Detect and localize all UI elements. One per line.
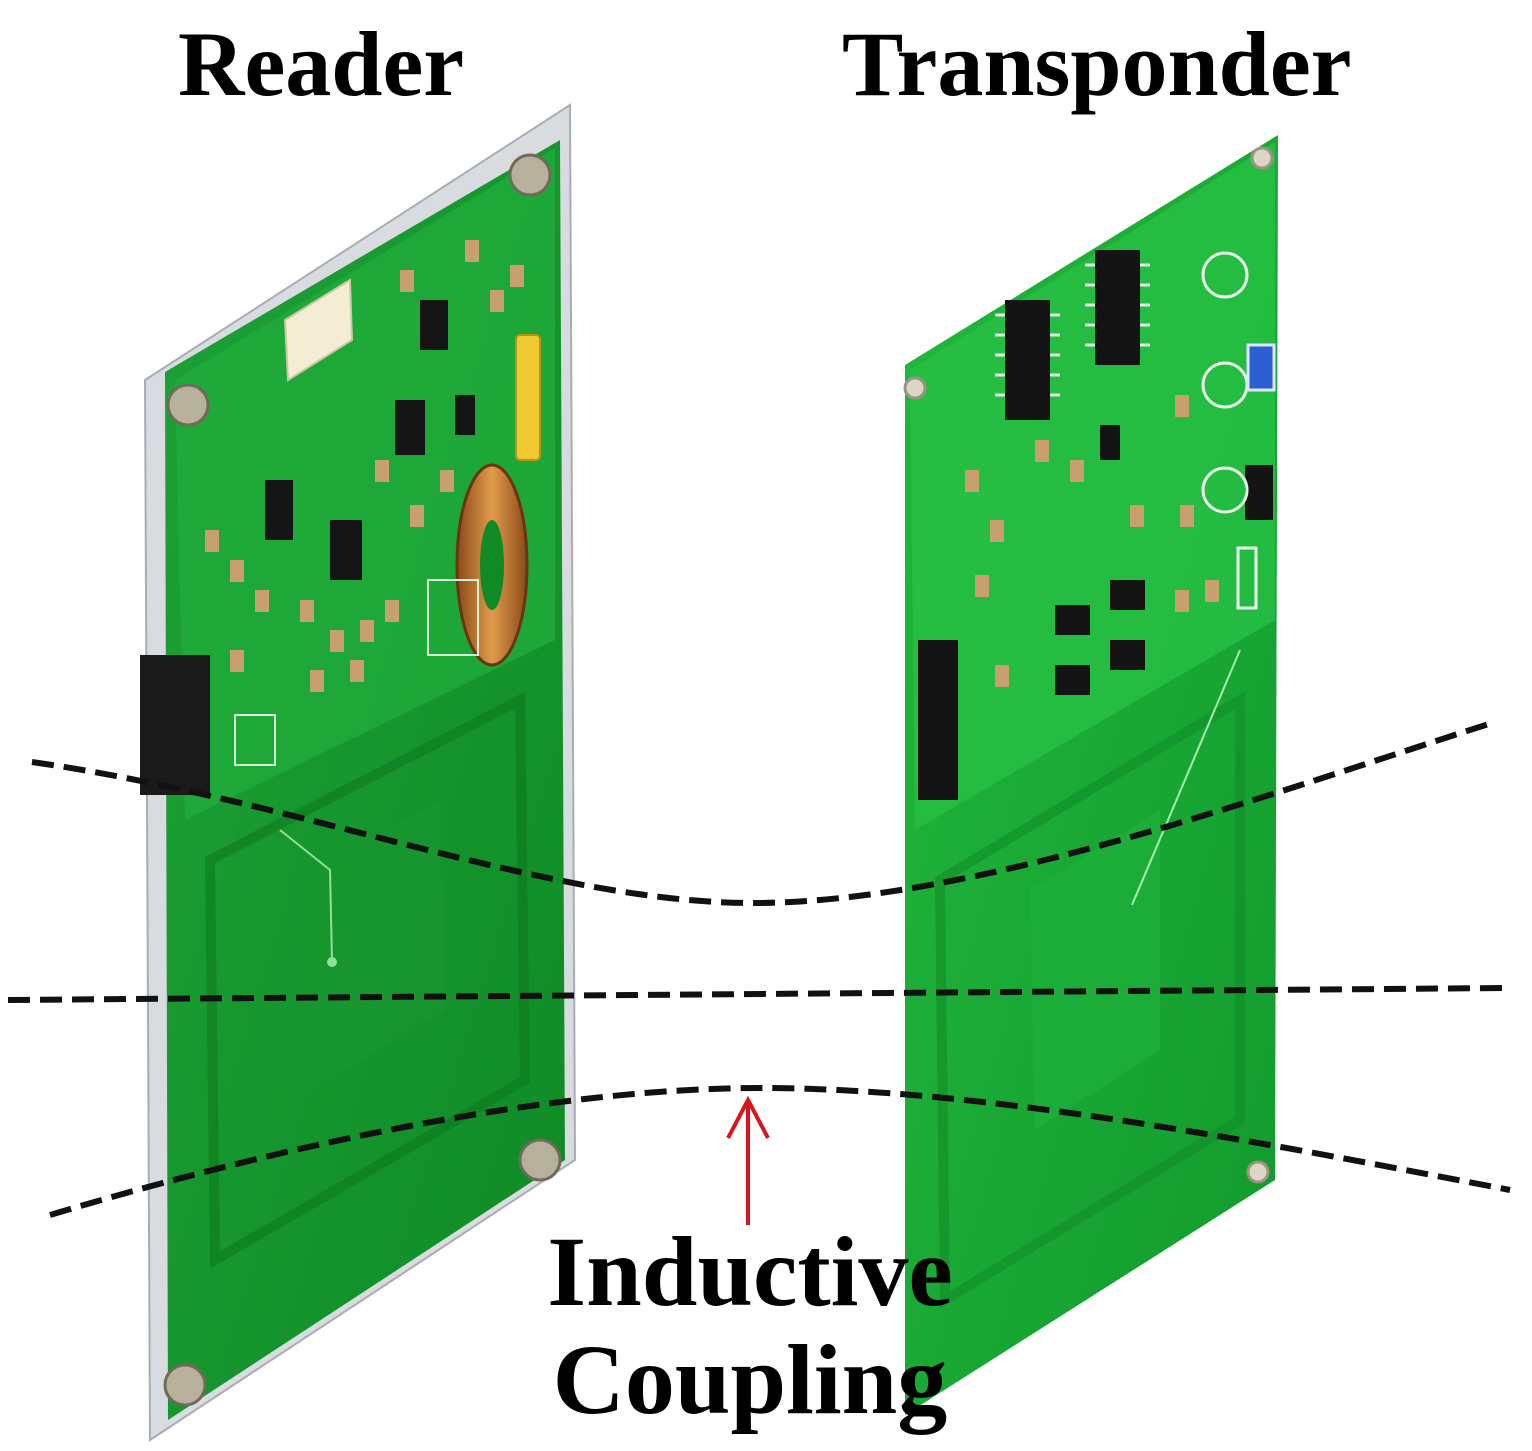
coupling-label-line2: Coupling xyxy=(552,1324,948,1435)
transponder-header xyxy=(1236,546,1258,610)
reader-chips xyxy=(140,300,475,795)
reader-via xyxy=(327,957,337,967)
field-line-middle xyxy=(7,985,1509,1003)
reader-screws xyxy=(163,153,562,1407)
transponder-mount-holes xyxy=(903,146,1274,1184)
transponder-antenna-inner xyxy=(1030,810,1160,1130)
transponder-blue-part xyxy=(1246,343,1276,392)
transponder-smd-parts xyxy=(965,395,1219,687)
field-line-bottom xyxy=(49,1084,1511,1218)
reader-silkscreen-box xyxy=(427,579,479,656)
arrow-head xyxy=(726,1095,770,1139)
reader-white-connector xyxy=(283,278,354,382)
transponder-title: Transponder xyxy=(842,13,1352,115)
transponder-chips xyxy=(918,250,1273,800)
reader-smd-parts xyxy=(205,240,524,692)
reader-toroid-core xyxy=(480,520,504,610)
inductive-coupling-label: Inductive Coupling xyxy=(520,1218,980,1434)
reader-trace xyxy=(279,829,333,961)
transponder-antenna-coil xyxy=(934,691,1245,1309)
transponder-chip-pins xyxy=(995,263,1150,397)
coupling-label-line1: Inductive xyxy=(547,1216,953,1327)
reader-title: Reader xyxy=(178,13,465,115)
reader-board xyxy=(140,103,577,1442)
reader-antenna-coil xyxy=(204,691,531,1269)
magnetic-field-lines xyxy=(7,719,1511,1218)
transponder-board xyxy=(903,135,1278,1415)
coupling-arrow xyxy=(726,1095,770,1225)
reader-antenna-inner xyxy=(290,800,445,1100)
reader-component-area xyxy=(175,148,555,820)
transponder-trace xyxy=(1131,649,1241,906)
reader-pin-header xyxy=(515,334,541,461)
reader-silkscreen-jumper xyxy=(234,714,276,766)
field-line-top xyxy=(31,719,1496,907)
